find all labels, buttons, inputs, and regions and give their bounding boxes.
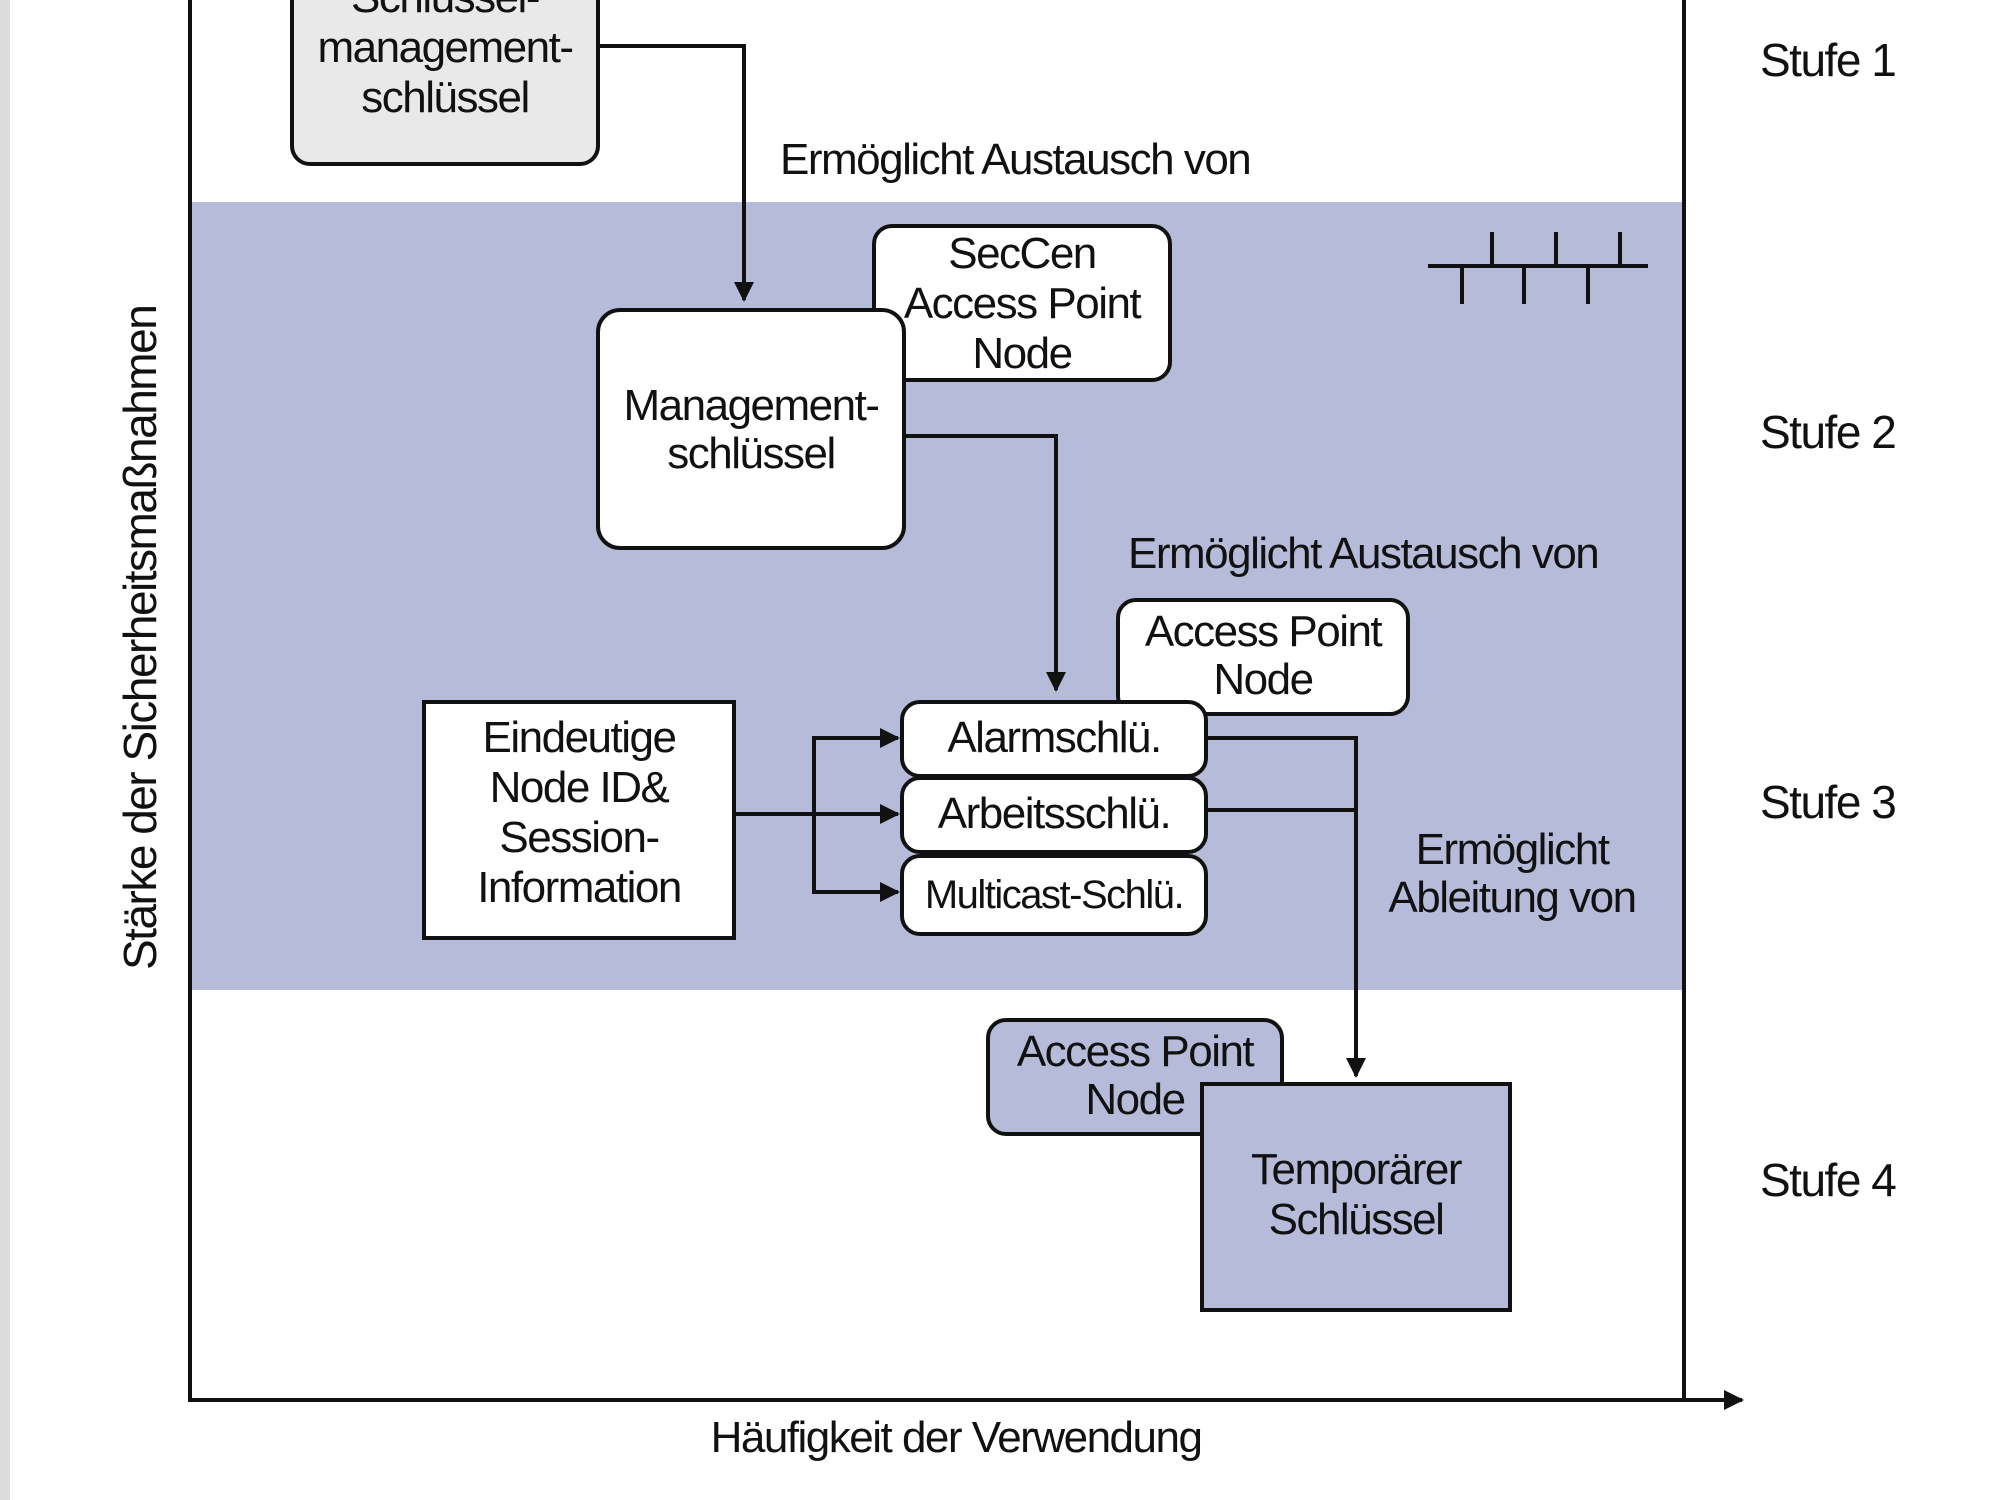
connector-management-to-alarm bbox=[906, 434, 1066, 692]
access-point-tag-level-4-line-1: Access Point bbox=[1017, 1027, 1255, 1076]
unique-node-id-box bbox=[422, 700, 736, 940]
unique-node-id-line-1: Eindeutige bbox=[483, 713, 676, 762]
network-bus-icon bbox=[1428, 232, 1648, 304]
x-axis-label: Häufigkeit der Verwendung bbox=[711, 1413, 1202, 1462]
annotation-derive-line-1: Ermöglicht bbox=[1416, 825, 1610, 874]
key-management-key-line-3: schlüssel bbox=[361, 73, 528, 122]
level-label-3: Stufe 3 bbox=[1760, 776, 1895, 828]
annotation-exchange-2: Ermöglicht Austausch von bbox=[1128, 529, 1598, 578]
level-label-4: Stufe 4 bbox=[1760, 1154, 1896, 1206]
level-label-2: Stufe 2 bbox=[1760, 406, 1895, 458]
seccen-tag-line-3: Node bbox=[972, 329, 1071, 378]
access-point-tag-level-3-line-1: Access Point bbox=[1145, 607, 1383, 656]
management-key-line-2: schlüssel bbox=[667, 429, 834, 478]
management-key-line-1: Management- bbox=[624, 381, 879, 430]
multicast-key-box bbox=[900, 854, 1208, 936]
key-management-key-line-1: Schlüssel- bbox=[351, 0, 539, 22]
alarm-key-label: Alarmschlü. bbox=[947, 713, 1160, 762]
key-management-key-box bbox=[290, 0, 600, 166]
access-point-tag-level-3-line-2: Node bbox=[1213, 655, 1312, 704]
annotation-derive-line-2: Ableitung von bbox=[1388, 873, 1635, 922]
y-axis-label: Stärke der Sicherheitsmaßnahmen bbox=[114, 306, 166, 970]
annotation-exchange-1: Ermöglicht Austausch von bbox=[780, 135, 1250, 184]
connector-top-to-management bbox=[600, 44, 754, 302]
multicast-key-label: Multicast-Schlü. bbox=[925, 873, 1183, 917]
level-label-1: Stufe 1 bbox=[1760, 34, 1895, 86]
work-key-box bbox=[900, 776, 1208, 854]
temporary-key-line-1: Temporärer bbox=[1251, 1145, 1462, 1194]
page-edge bbox=[0, 0, 10, 1500]
connector-id-to-alarm bbox=[812, 728, 900, 814]
unique-node-id-line-4: Information bbox=[477, 863, 681, 912]
key-management-key-line-2: management- bbox=[318, 23, 573, 72]
temporary-key-line-2: Schlüssel bbox=[1269, 1195, 1444, 1244]
access-point-tag-level-4-line-2: Node bbox=[1085, 1075, 1184, 1124]
unique-node-id-line-2: Node ID& bbox=[490, 763, 670, 812]
seccen-tag-line-1: SecCen bbox=[948, 229, 1096, 278]
connector-alarm-to-temp bbox=[1208, 736, 1366, 1078]
unique-node-id-line-3: Session- bbox=[499, 813, 658, 862]
access-point-tag-level-3 bbox=[1116, 598, 1410, 716]
temporary-key-box bbox=[1200, 1082, 1512, 1312]
seccen-access-point-tag bbox=[872, 224, 1172, 382]
work-key-label: Arbeitsschlü. bbox=[938, 789, 1170, 838]
seccen-tag-line-2: Access Point bbox=[904, 279, 1142, 328]
management-key-box bbox=[596, 308, 906, 550]
connector-id-to-multicast bbox=[812, 814, 900, 902]
